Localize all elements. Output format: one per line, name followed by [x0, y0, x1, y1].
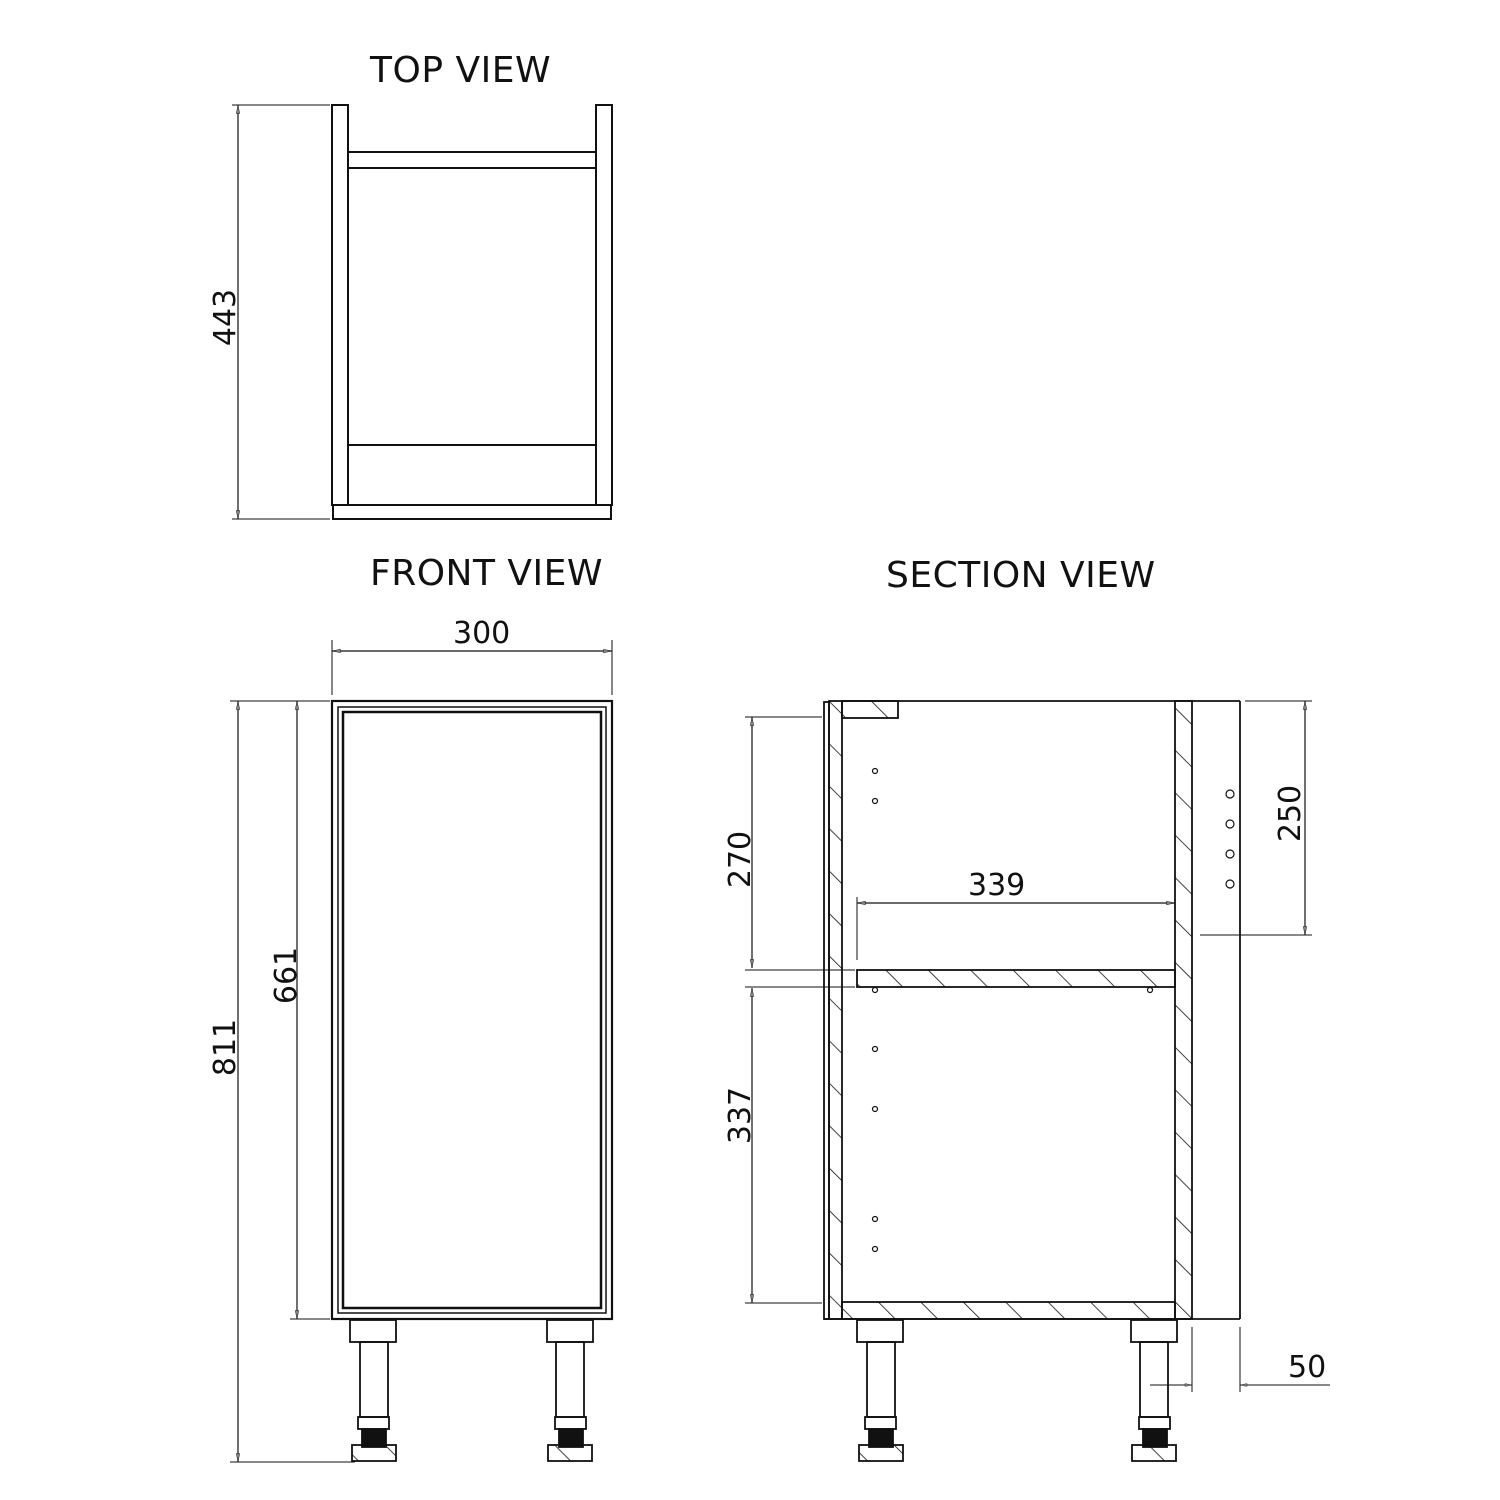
dim-hole-offset-250: 250	[1273, 784, 1309, 843]
section-leg-left	[856, 1319, 904, 1462]
shelf-pin-holes	[871, 767, 1235, 1253]
section-view-title: SECTION VIEW	[886, 555, 1156, 596]
top-view	[232, 104, 613, 520]
dim-total-height-811: 811	[208, 1018, 244, 1077]
front-view-title: FRONT VIEW	[370, 553, 604, 594]
dim-inner-depth-339: 339	[968, 868, 1026, 903]
top-view-title: TOP VIEW	[370, 50, 552, 91]
dim-width-300: 300	[453, 616, 511, 651]
front-leg-left	[349, 1319, 397, 1462]
dim-depth-443: 443	[208, 288, 244, 347]
dim-door-height-661: 661	[269, 946, 305, 1005]
dim-toe-kick-50: 50	[1288, 1350, 1327, 1385]
dim-upper-space-270: 270	[723, 830, 759, 889]
section-view	[745, 700, 1330, 1462]
front-view	[230, 640, 614, 1463]
front-leg-right	[546, 1319, 594, 1462]
dim-lower-space-337: 337	[723, 1086, 759, 1145]
section-leg-right	[1130, 1319, 1178, 1462]
